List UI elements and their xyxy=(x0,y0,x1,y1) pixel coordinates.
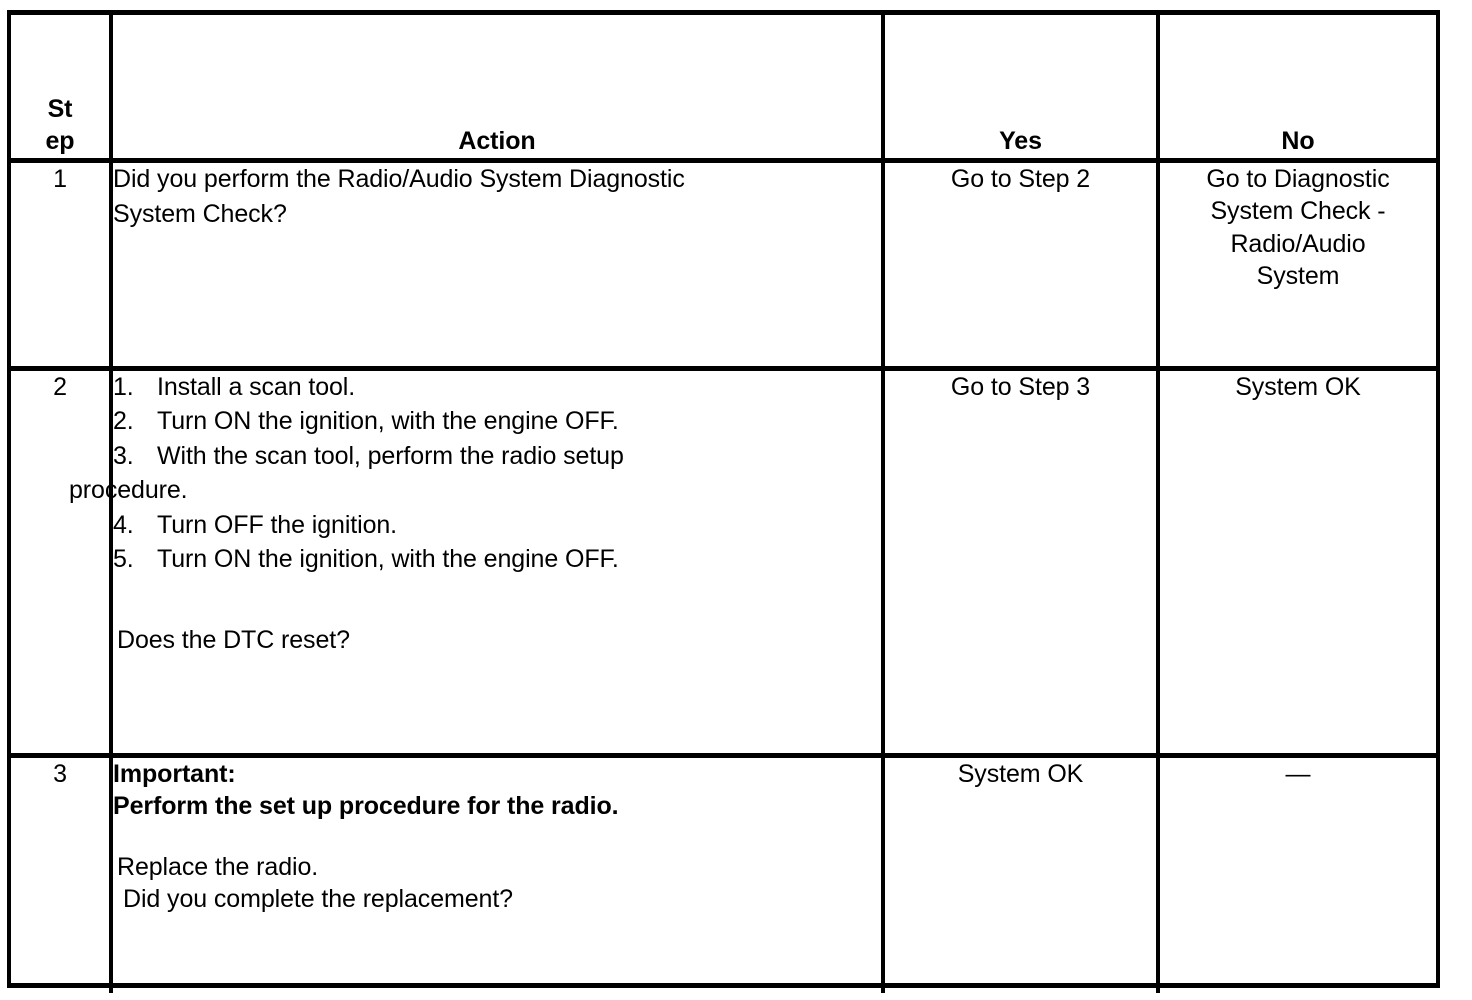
no-result-line: Go to Diagnostic xyxy=(1206,164,1390,193)
no-result-cell: — xyxy=(1158,755,1436,993)
no-result-line: Radio/Audio xyxy=(1230,229,1366,258)
list-item-marker: 2. xyxy=(113,407,134,435)
list-item-marker: 5. xyxy=(113,545,134,573)
spacer xyxy=(113,578,881,624)
list-item-marker: 1. xyxy=(113,372,134,401)
column-header-step-line2: ep xyxy=(45,127,75,155)
spacer xyxy=(113,823,881,851)
no-result-cell: Go to Diagnostic System Check - Radio/Au… xyxy=(1158,160,1436,371)
table-row: 3 Important: Perform the set up procedur… xyxy=(11,755,1436,993)
list-item: 1. Install a scan tool. xyxy=(113,371,881,404)
em-dash: — xyxy=(1285,759,1311,788)
no-result-cell: System OK xyxy=(1158,368,1436,758)
important-label: Important: xyxy=(113,759,236,788)
list-item-text: Install a scan tool. xyxy=(157,372,356,401)
column-header-action: Action xyxy=(111,15,885,163)
action-cell: Did you perform the Radio/Audio System D… xyxy=(111,160,885,371)
list-item-continuation: procedure. xyxy=(69,476,188,504)
table-row: 2 1. Install a scan tool. 2. Turn ON the i… xyxy=(11,368,1436,758)
list-item-text: Turn ON the ignition, with the engine OF… xyxy=(157,545,619,573)
no-result-line: System xyxy=(1256,262,1340,290)
list-item-marker: 4. xyxy=(113,510,134,539)
list-item: 5. Turn ON the ignition, with the engine … xyxy=(113,543,881,576)
column-header-yes: Yes xyxy=(883,15,1160,163)
list-item: 4. Turn OFF the ignition. xyxy=(113,509,881,542)
table-row: 1 Did you perform the Radio/Audio System… xyxy=(11,160,1436,371)
no-result-line: System Check - xyxy=(1210,197,1386,225)
diagnostic-step-table: St ep Action Yes No 1 Did you perform the… xyxy=(11,15,1436,993)
action-cell: 1. Install a scan tool. 2. Turn ON the ign… xyxy=(69,368,885,758)
step-number-cell: 1 xyxy=(11,160,113,371)
column-header-step-line1: St xyxy=(47,94,73,123)
list-item-marker: 3. xyxy=(113,441,134,470)
list-item-text: Turn ON the ignition, with the engine OF… xyxy=(157,407,619,435)
action-paragraph-line: Did you perform the Radio/Audio System D… xyxy=(113,164,685,193)
yes-result-cell: Go to Step 2 xyxy=(883,160,1160,371)
yes-result-cell: System OK xyxy=(883,755,1160,993)
step-number-cell: 2 xyxy=(11,368,113,758)
diagnostic-table-frame: St ep Action Yes No 1 Did you perform the… xyxy=(7,10,1440,993)
step-number-cell: 3 xyxy=(11,755,113,993)
list-item: 3. With the scan tool, perform the radio … xyxy=(69,440,881,507)
table-header-row: St ep Action Yes No xyxy=(11,15,1436,163)
action-step-list: 1. Install a scan tool. 2. Turn ON the ign… xyxy=(69,371,881,576)
column-header-step: St ep xyxy=(11,15,113,163)
action-question: Did you complete the replacement? xyxy=(123,885,513,913)
action-instruction: Replace the radio. xyxy=(117,852,319,881)
important-text: Perform the set up procedure for the rad… xyxy=(113,792,619,820)
action-cell: Important: Perform the set up procedure … xyxy=(111,755,885,993)
action-question: Does the DTC reset? xyxy=(117,625,350,654)
list-item-text: With the scan tool, perform the radio se… xyxy=(157,441,624,470)
list-item-text: Turn OFF the ignition. xyxy=(157,510,398,539)
action-paragraph: Did you perform the Radio/Audio System D… xyxy=(113,163,881,231)
list-item: 2. Turn ON the ignition, with the engine … xyxy=(113,405,881,438)
column-header-no: No xyxy=(1158,15,1436,163)
yes-result-cell: Go to Step 3 xyxy=(883,368,1160,758)
action-paragraph-line: System Check? xyxy=(113,200,287,228)
